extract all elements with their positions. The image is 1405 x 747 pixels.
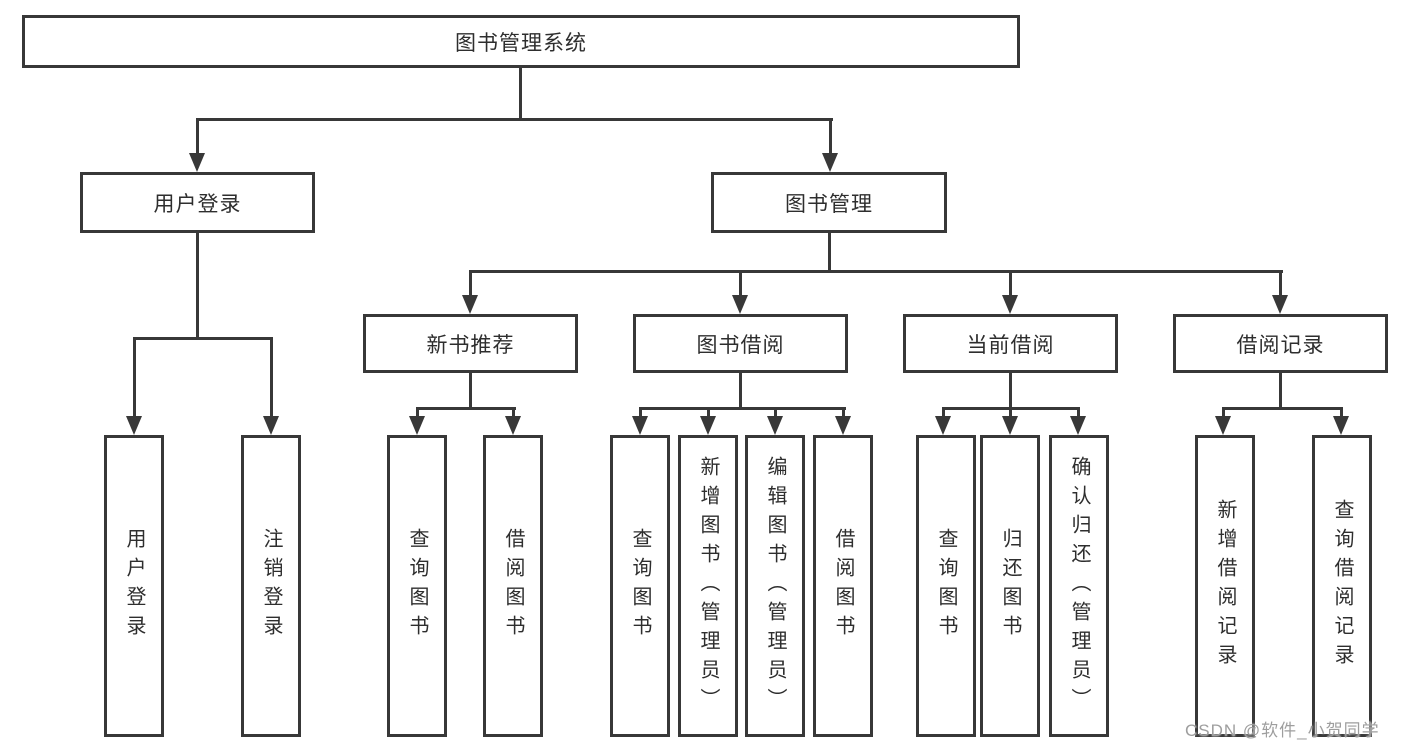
leaf-label: 用户登录	[123, 528, 145, 644]
leaf-add-books-admin: 新增图书（管理员）	[678, 435, 738, 737]
leaf-borrow-books-newbooks: 借阅图书	[483, 435, 543, 737]
arrowhead-leaf-logout	[263, 416, 279, 435]
connector-to-current	[1009, 270, 1012, 298]
leaf-label: 借阅图书	[502, 528, 524, 644]
arrowhead-leaf-add-rec	[1215, 416, 1231, 435]
connector-book-mgmt-stem	[828, 233, 831, 273]
connector-to-leaf-add-bw	[707, 407, 710, 418]
leaf-label: 注销登录	[260, 528, 282, 644]
connector-to-leaf-query-nb	[416, 407, 419, 418]
node-label: 用户登录	[153, 192, 242, 216]
arrowhead-leaf-query-rec	[1333, 416, 1349, 435]
connector-root-to-book-mgmt	[829, 118, 832, 156]
arrowhead-records	[1272, 295, 1288, 314]
node-label: 当前借阅	[966, 333, 1055, 357]
node-library-system-root: 图书管理系统	[22, 15, 1020, 68]
connector-user-login-stem	[196, 233, 199, 340]
connector-new-books-crossbar	[416, 407, 516, 410]
connector-book-mgmt-crossbar	[469, 270, 1283, 273]
connector-to-borrowing	[739, 270, 742, 298]
leaf-edit-books-admin: 编辑图书（管理员）	[745, 435, 805, 737]
connector-to-leaf-user-login	[133, 337, 136, 418]
arrowhead-leaf-query-nb	[409, 416, 425, 435]
connector-root-to-user-login	[196, 118, 199, 156]
connector-new-books-stem	[469, 373, 472, 410]
connector-to-records	[1279, 270, 1282, 298]
arrowhead-borrowing	[732, 295, 748, 314]
connector-records-stem	[1279, 373, 1282, 410]
leaf-label: 查询图书	[629, 528, 651, 644]
arrowhead-new-books	[462, 295, 478, 314]
node-user-login: 用户登录	[80, 172, 315, 233]
connector-user-login-crossbar	[133, 337, 273, 340]
connector-to-leaf-borrow-bw	[842, 407, 845, 418]
csdn-watermark: CSDN @软件_小贺同学	[1185, 721, 1380, 740]
arrowhead-leaf-edit-bw	[767, 416, 783, 435]
node-label: 新书推荐	[426, 333, 515, 357]
leaf-label: 新增借阅记录	[1214, 499, 1236, 673]
node-label: 借阅记录	[1236, 333, 1325, 357]
node-book-borrowing: 图书借阅	[633, 314, 848, 373]
arrowhead-leaf-borrow-bw	[835, 416, 851, 435]
leaf-add-borrow-record: 新增借阅记录	[1195, 435, 1255, 737]
leaf-query-borrow-record: 查询借阅记录	[1312, 435, 1372, 737]
node-book-management: 图书管理	[711, 172, 947, 233]
connector-to-leaf-return	[1009, 407, 1012, 418]
node-current-borrowing: 当前借阅	[903, 314, 1118, 373]
leaf-label: 确认归还（管理员）	[1068, 455, 1090, 717]
connector-to-leaf-borrow-nb	[512, 407, 515, 418]
leaf-label: 新增图书（管理员）	[697, 455, 719, 717]
connector-records-crossbar	[1222, 407, 1343, 410]
node-label: 图书管理系统	[455, 31, 587, 55]
connector-to-leaf-add-rec	[1222, 407, 1225, 418]
leaf-label: 查询借阅记录	[1331, 499, 1353, 673]
arrowhead-leaf-query-cur	[935, 416, 951, 435]
leaf-label: 借阅图书	[832, 528, 854, 644]
connector-root-stem	[519, 68, 522, 120]
connector-root-crossbar	[196, 118, 833, 121]
connector-to-leaf-query-rec	[1340, 407, 1343, 418]
node-label: 图书借阅	[696, 333, 785, 357]
connector-to-leaf-edit-bw	[774, 407, 777, 418]
arrowhead-user-login	[189, 153, 205, 172]
leaf-borrow-books-borrowing: 借阅图书	[813, 435, 873, 737]
leaf-label: 编辑图书（管理员）	[764, 455, 786, 717]
arrowhead-current	[1002, 295, 1018, 314]
leaf-query-books-newbooks: 查询图书	[387, 435, 447, 737]
arrowhead-book-mgmt	[822, 153, 838, 172]
leaf-query-books-current: 查询图书	[916, 435, 976, 737]
connector-to-leaf-query-bw	[639, 407, 642, 418]
leaf-logout: 注销登录	[241, 435, 301, 737]
node-borrow-records: 借阅记录	[1173, 314, 1388, 373]
connector-borrowing-crossbar	[639, 407, 846, 410]
connector-current-stem	[1009, 373, 1012, 410]
connector-to-leaf-confirm	[1077, 407, 1080, 418]
arrowhead-leaf-add-bw	[700, 416, 716, 435]
leaf-query-books-borrowing: 查询图书	[610, 435, 670, 737]
arrowhead-leaf-user-login	[126, 416, 142, 435]
leaf-label: 查询图书	[935, 528, 957, 644]
leaf-return-books: 归还图书	[980, 435, 1040, 737]
node-label: 图书管理	[785, 192, 873, 216]
leaf-confirm-return-admin: 确认归还（管理员）	[1049, 435, 1109, 737]
leaf-label: 归还图书	[999, 528, 1021, 644]
arrowhead-leaf-return	[1002, 416, 1018, 435]
arrowhead-leaf-query-bw	[632, 416, 648, 435]
arrowhead-leaf-confirm	[1070, 416, 1086, 435]
leaf-user-login: 用户登录	[104, 435, 164, 737]
leaf-label: 查询图书	[406, 528, 428, 644]
connector-to-leaf-query-cur	[942, 407, 945, 418]
connector-to-leaf-logout	[270, 337, 273, 418]
connector-borrowing-stem	[739, 373, 742, 410]
node-new-book-recommend: 新书推荐	[363, 314, 578, 373]
connector-to-new-books	[469, 270, 472, 298]
arrowhead-leaf-borrow-nb	[505, 416, 521, 435]
